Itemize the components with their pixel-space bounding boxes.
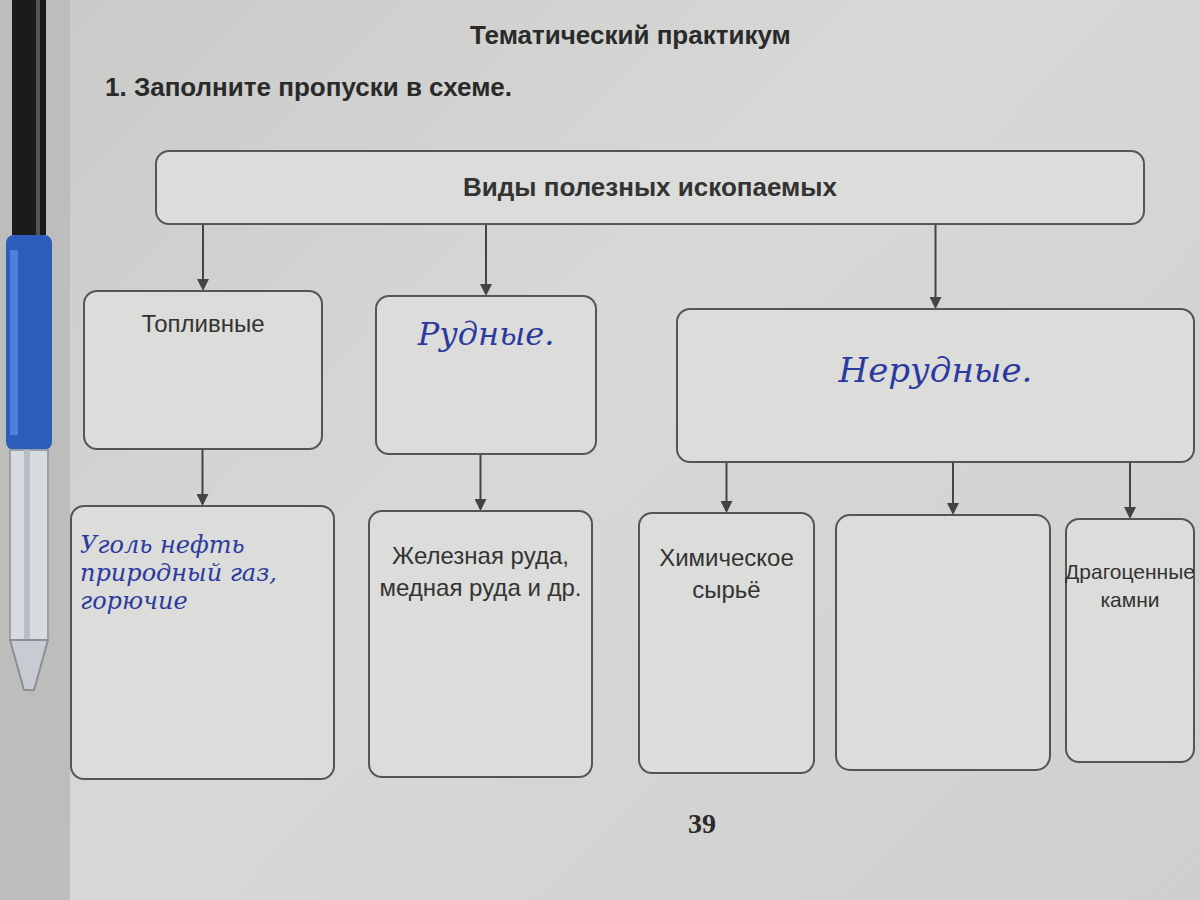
box-text: Уголь нефть природный газ, горючие: [80, 531, 325, 615]
page-heading: Тематический практикум: [470, 20, 791, 51]
category-box: Рудные.: [375, 295, 597, 455]
empty-box-arrow: [952, 463, 954, 513]
arrow-connector: [1129, 463, 1131, 517]
category-box: Химическое сырьё: [638, 512, 815, 774]
header-box: Виды полезных ископаемых: [155, 150, 1145, 225]
box-text: Рудные.: [418, 315, 555, 353]
category-box: Драгоценные камни: [1065, 518, 1195, 763]
arrow-connector: [202, 450, 204, 504]
arrow-connector: [485, 225, 487, 294]
category-box: Топливные: [83, 290, 323, 450]
task-text: 1. Заполните пропуски в схеме.: [105, 72, 512, 103]
page-number: 39: [688, 808, 716, 840]
box-text: Химическое сырьё: [648, 542, 805, 607]
arrow-connector: [480, 455, 482, 509]
box-text: Драгоценные камни: [1065, 558, 1195, 615]
pen: [6, 0, 52, 690]
box-text: Топливные: [141, 308, 264, 340]
page-shadow: [0, 0, 70, 900]
box-text: Нерудные.: [839, 350, 1033, 390]
category-box: Уголь нефть природный газ, горючие: [70, 505, 335, 780]
box-text: Железная руда, медная руда и др.: [378, 540, 583, 605]
empty-box: [836, 515, 1050, 770]
box-text: Виды полезных ископаемых: [463, 170, 837, 205]
arrow-connector: [935, 225, 937, 307]
arrow-connector: [202, 225, 204, 289]
arrow-connector: [726, 463, 728, 511]
category-box: Железная руда, медная руда и др.: [368, 510, 593, 778]
category-box: Нерудные.: [676, 308, 1195, 463]
